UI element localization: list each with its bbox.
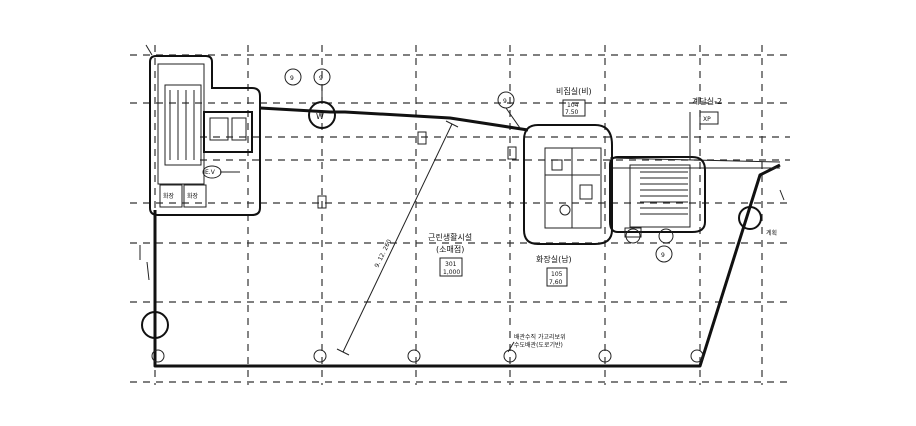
right-marker-label: 계획: [766, 229, 777, 237]
axis-tag-big: W: [316, 112, 324, 121]
elevator-tag: E.V: [205, 169, 216, 176]
room-top-center-name: 비집실(비): [556, 86, 592, 96]
core-stair-run: [164, 84, 202, 166]
axis-tag-1: 9: [290, 75, 294, 82]
note-line-1: 배관수직 가고리보위: [514, 333, 566, 341]
building-outline: [153, 106, 781, 368]
restroom-name: 화장실(남): [536, 254, 572, 264]
core-wc-a-label: 화장: [163, 192, 175, 200]
core-block-center: [523, 124, 613, 245]
room-labels: 비집실(비) 104 7.50 계단실-2 XP 근린생활시설 (소매점) 30…: [428, 86, 777, 353]
main-space-code: 301: [445, 261, 457, 268]
stair-top-right-name: 계단실-2: [692, 96, 722, 106]
room-top-center-code: 104: [567, 102, 579, 109]
axis-tag-2: 9: [319, 75, 323, 82]
core-block-left: 화장 화장 E.V: [149, 55, 261, 216]
main-space-sub: (소매점): [436, 244, 464, 254]
core-wc-b: [183, 184, 207, 208]
stair-top-right-code: XP: [703, 116, 711, 123]
core-wc-a: [159, 184, 183, 208]
elevator-box: [203, 111, 253, 153]
axis-tag-4: 9: [661, 252, 665, 259]
stair-core-right: [609, 156, 706, 238]
edge-marks: [139, 44, 785, 281]
restroom-code: 105: [551, 271, 563, 278]
axis-tags: 9 9 W 9 9: [284, 68, 673, 263]
room-top-center-area: 7.50: [565, 109, 579, 116]
restroom-area: 7,60: [549, 279, 563, 286]
main-space-area: 1,000: [443, 269, 460, 276]
note-line-2: 수도배관(도로기반): [514, 341, 563, 349]
axis-tag-3: 9: [503, 98, 507, 105]
column-markers: [141, 131, 762, 363]
core-wc-b-label: 화장: [187, 192, 199, 200]
grid-lines: [130, 45, 790, 385]
main-space-name: 근린생활시설: [428, 232, 472, 242]
